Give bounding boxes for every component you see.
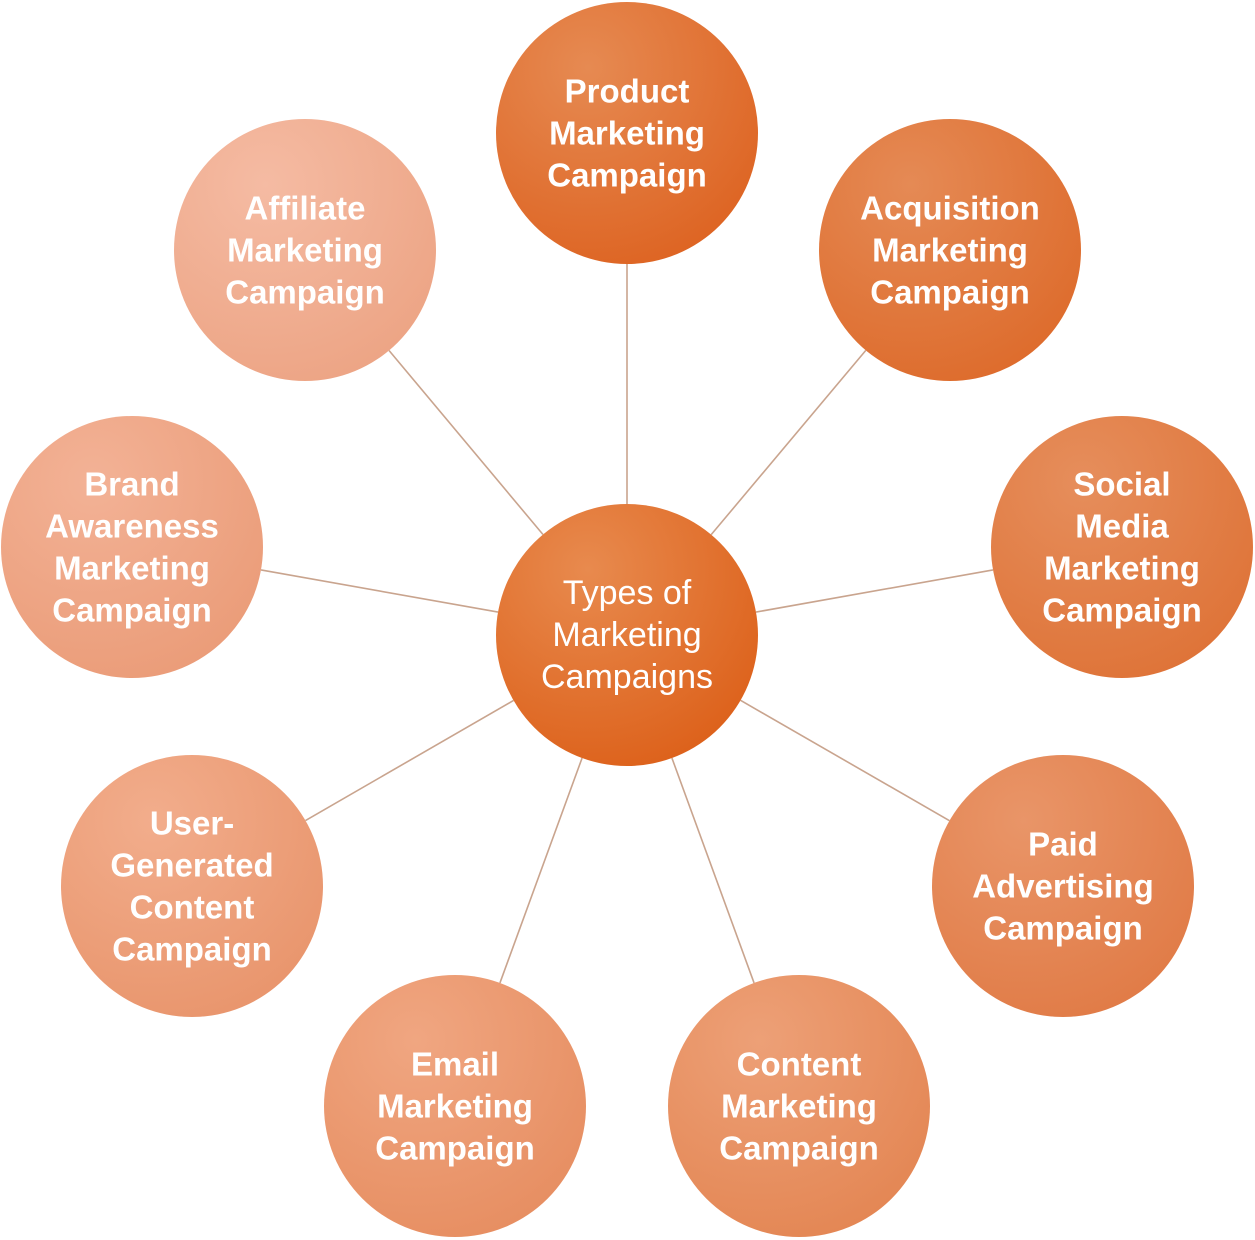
node-paid-advertising-label-line: Advertising [972,868,1154,905]
node-circle-affiliate [174,119,436,381]
node-user-generated-content-label-line: Generated [110,847,273,884]
node-circle-paid-advertising [932,755,1194,1017]
connector-line-content [671,757,755,984]
node-social-media-label-line: Social [1073,466,1170,503]
node-email-label-line: Campaign [375,1130,535,1167]
node-product-label-line: Marketing [549,115,705,152]
connector-line-social-media [755,569,994,613]
node-circle-product [496,2,758,264]
center-label-line: Campaigns [541,658,713,696]
node-product-label-line: Campaign [547,157,707,194]
node-email-label-line: Marketing [377,1088,533,1125]
node-affiliate-label-line: Marketing [227,232,383,269]
node-user-generated-content-label-line: Content [130,889,255,926]
node-email-label-line: Email [411,1046,499,1083]
center-circle [496,504,758,766]
node-paid-advertising-label-line: Paid [1028,826,1098,863]
connector-line-paid-advertising [740,699,950,822]
node-circle-social-media [991,416,1253,678]
connector-lines [260,264,994,984]
node-content-label-line: Content [737,1046,862,1083]
center-label-line: Marketing [552,616,701,654]
node-circle-brand-awareness [1,416,263,678]
node-acquisition-label-line: Acquisition [860,190,1040,227]
node-brand-awareness-label-line: Campaign [52,592,212,629]
connector-line-acquisition [710,349,867,536]
connector-line-brand-awareness [260,569,499,613]
connector-line-email [499,757,583,984]
node-brand-awareness-label-line: Marketing [54,550,210,587]
node-circle-acquisition [819,119,1081,381]
node-affiliate-label-line: Campaign [225,274,385,311]
node-content-label-line: Campaign [719,1130,879,1167]
node-social-media-label-line: Media [1075,508,1169,545]
node-affiliate-label-line: Affiliate [244,190,365,227]
node-user-generated-content-label-line: Campaign [112,931,272,968]
node-acquisition-label-line: Campaign [870,274,1030,311]
node-product-label-line: Product [565,73,690,110]
node-brand-awareness-label-line: Awareness [45,508,219,545]
node-acquisition-label-line: Marketing [872,232,1028,269]
node-circle-user-generated-content [61,755,323,1017]
node-circle-content [668,975,930,1237]
node-social-media-label-line: Campaign [1042,592,1202,629]
node-circle-email [324,975,586,1237]
node-user-generated-content-label-line: User- [150,805,234,842]
connector-line-affiliate [388,349,544,536]
node-brand-awareness-label-line: Brand [84,466,179,503]
center-label-line: Types of [563,574,692,612]
node-content-label-line: Marketing [721,1088,877,1125]
connector-line-user-generated-content [305,699,514,822]
node-paid-advertising-label-line: Campaign [983,910,1143,947]
node-social-media-label-line: Marketing [1044,550,1200,587]
